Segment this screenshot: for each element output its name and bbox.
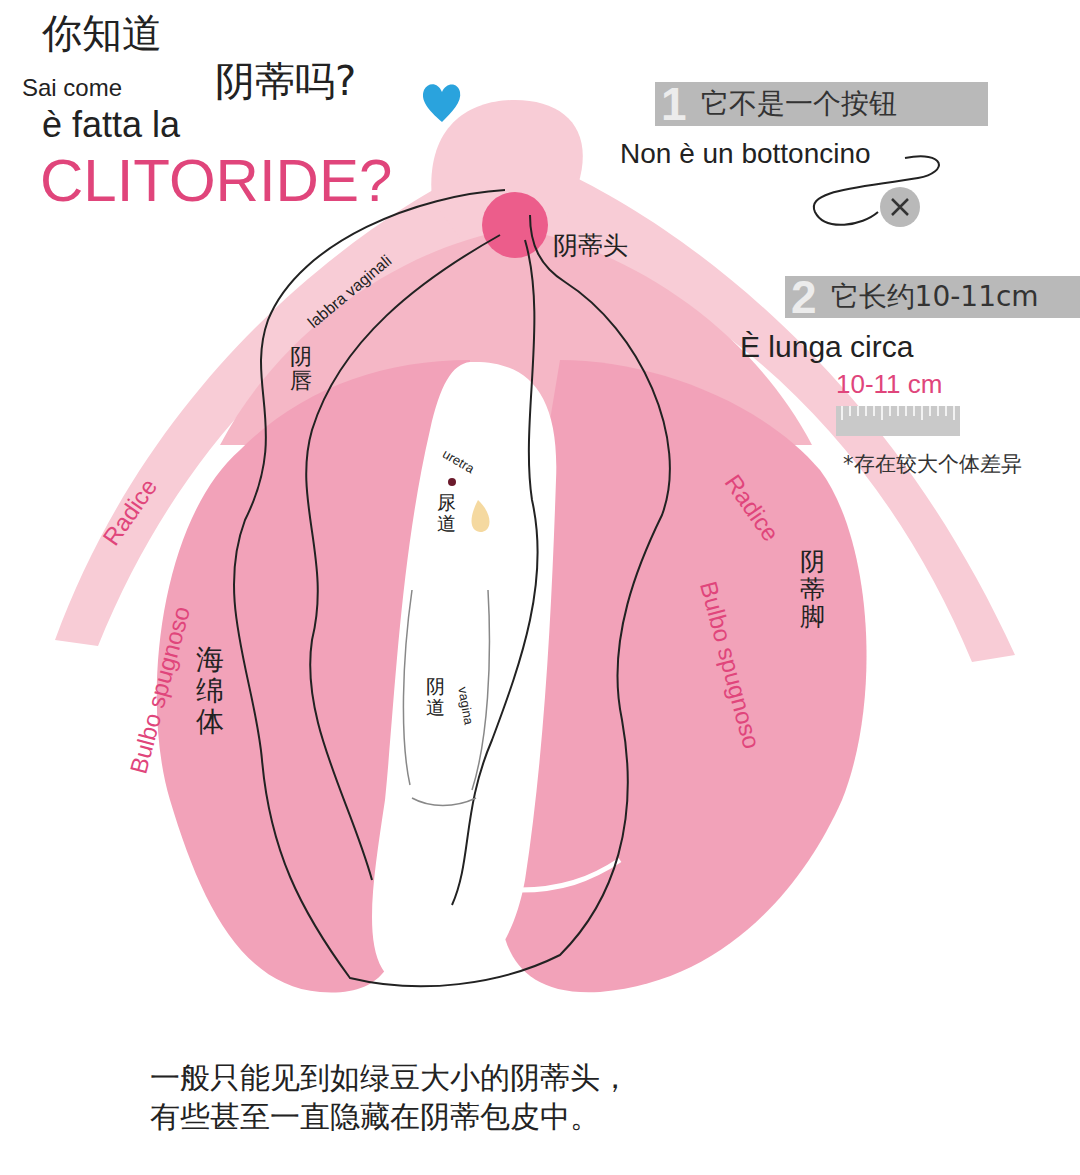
callout-number: 2 bbox=[785, 274, 831, 320]
vagina-line bbox=[403, 590, 412, 785]
vagina-line bbox=[472, 590, 489, 790]
ruler-icon bbox=[836, 406, 960, 436]
bulb-highlight bbox=[520, 860, 620, 890]
dimension: 10-11 cm bbox=[836, 370, 942, 400]
part-label: Radice bbox=[719, 469, 784, 546]
part-label: 尿道 bbox=[436, 492, 457, 534]
glans-circle bbox=[482, 192, 548, 258]
part-label: Bulbo spugnoso bbox=[694, 578, 765, 751]
part-label: 海绵体 bbox=[196, 645, 224, 737]
part-label: labbra vaginali bbox=[305, 252, 396, 332]
labia-inner-left bbox=[306, 235, 500, 880]
band-text: 它不是一个按钮 bbox=[701, 85, 911, 123]
ruler-ticks bbox=[842, 406, 954, 420]
note-italian: Non è un bottoncino bbox=[620, 138, 871, 170]
part-label: 阴唇 bbox=[290, 345, 312, 393]
part-label: Bulbo spugnoso bbox=[124, 603, 195, 776]
part-label: uretra bbox=[439, 447, 478, 478]
note-italian: È lunga circa bbox=[740, 330, 913, 365]
part-label: 阴蒂头 bbox=[553, 232, 628, 261]
part-label: vagina bbox=[454, 685, 476, 727]
title-italian: Sai come bbox=[22, 74, 122, 102]
title-chinese: 阴蒂吗? bbox=[215, 58, 356, 104]
footnote: *存在较大个体差异 bbox=[843, 452, 1022, 476]
vagina-line bbox=[412, 798, 476, 806]
labia-outline bbox=[234, 190, 670, 986]
band-text: 它长约10-11cm bbox=[831, 278, 1053, 316]
title-italian: CLITORIDE? bbox=[40, 146, 392, 215]
labia-inner-right bbox=[452, 240, 538, 905]
cross-circle bbox=[880, 187, 920, 227]
part-label: 阴道 bbox=[425, 676, 446, 718]
title-italian: è fatta la bbox=[42, 104, 180, 145]
callout-number: 1 bbox=[655, 81, 701, 127]
part-label: Radice bbox=[97, 473, 162, 550]
grey-band: 2它长约10-11cm bbox=[785, 276, 1080, 318]
urethra-mark bbox=[472, 500, 490, 532]
grey-band: 1它不是一个按钮 bbox=[655, 82, 988, 126]
cross-mark bbox=[892, 199, 908, 215]
part-label: 阴蒂脚 bbox=[800, 548, 825, 631]
caption: 一般只能见到如绿豆大小的阴蒂头， 有些甚至一直隐藏在阴蒂包皮中。 bbox=[150, 1058, 650, 1136]
title-chinese: 你知道 bbox=[42, 10, 162, 56]
heart-icon bbox=[423, 84, 460, 122]
urethra-dot bbox=[448, 478, 456, 486]
